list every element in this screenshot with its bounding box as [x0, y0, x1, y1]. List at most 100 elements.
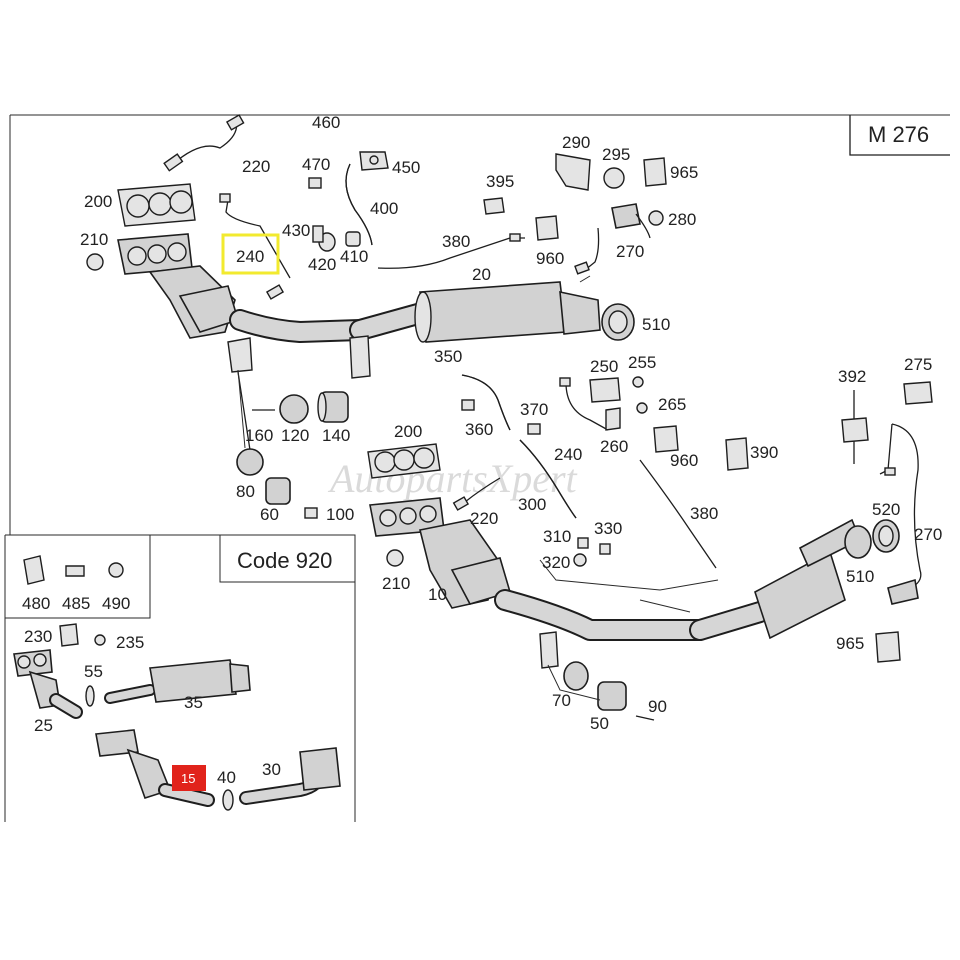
callout-450: 450: [392, 158, 420, 177]
callout-360: 360: [465, 420, 493, 439]
callout-160: 160: [245, 426, 273, 445]
leader-muffler: [639, 599, 691, 613]
leader-270: [579, 275, 591, 283]
front-pipe-lower: [494, 589, 771, 641]
callout-485: 485: [62, 594, 90, 613]
callout-430: 430: [282, 221, 310, 240]
callout-265: 265: [658, 395, 686, 414]
egr-pipe-300: [519, 439, 577, 519]
callout-520: 520: [872, 500, 900, 519]
leader-80: [237, 369, 246, 449]
bracket-70: [539, 631, 559, 669]
callout-250: 250: [590, 357, 618, 376]
front-pipe-upper: [229, 309, 371, 343]
rubber-mount-140: [317, 391, 349, 423]
callout-330: 330: [594, 519, 622, 538]
callout-10: 10: [428, 585, 447, 604]
sensor-965-lower: [875, 631, 901, 663]
callout-140: 140: [322, 426, 350, 445]
callout-290: 290: [562, 133, 590, 152]
leader-70: [547, 664, 601, 701]
callout-300: 300: [518, 495, 546, 514]
inset-catalyst-35: [104, 659, 251, 704]
manifold-gasket-200-lower: [367, 443, 441, 479]
bolt-255: [632, 376, 644, 388]
clip-485: [65, 565, 85, 577]
bracket-480: [23, 555, 45, 585]
sensor-390: [725, 437, 749, 471]
bracket-275: [903, 381, 933, 405]
callout-30: 30: [262, 760, 281, 779]
nut-210-lower: [386, 549, 404, 567]
engine-code-box: M 276: [849, 115, 950, 156]
cable-380-lower: [639, 459, 717, 569]
sensor-960-lower: [653, 425, 679, 453]
sensor-392: [841, 390, 869, 464]
callout-240-lower: 240: [554, 445, 582, 464]
bolt-265: [636, 402, 648, 414]
callout-120: 120: [281, 426, 309, 445]
callout-230: 230: [24, 627, 52, 646]
sensor-220-lower: [452, 477, 501, 511]
callout-275: 275: [904, 355, 932, 374]
callout-960-upper: 960: [536, 249, 564, 268]
sensor-240-upper: [219, 193, 291, 300]
callout-210-lower: 210: [382, 574, 410, 593]
callout-220-lower: 220: [470, 509, 498, 528]
inset-bracket-230: [59, 623, 79, 647]
bracket-965-lower: [887, 578, 919, 605]
callout-40: 40: [217, 768, 236, 787]
callout-240-upper: 240: [236, 247, 264, 266]
callout-350: 350: [434, 347, 462, 366]
callout-380-upper: 380: [442, 232, 470, 251]
intermediate-pipe-20: [349, 301, 436, 341]
bracket-395: [483, 197, 505, 215]
engine-code-title: M 276: [868, 122, 929, 147]
badge-15: [172, 765, 206, 791]
rubber-mount-60: [265, 477, 291, 505]
clamp-510-lower: [844, 525, 872, 559]
callout-280: 280: [668, 210, 696, 229]
badge-15-text: 15: [181, 771, 195, 786]
washer-210-upper: [86, 253, 104, 271]
inset-gasket-55: [85, 685, 95, 707]
callout-70: 70: [552, 691, 571, 710]
inset-bolt-235: [94, 634, 106, 646]
clamp-520: [872, 519, 900, 553]
muffler-20: [414, 281, 601, 343]
callout-235: 235: [116, 633, 144, 652]
callout-320: 320: [542, 553, 570, 572]
callout-395: 395: [486, 172, 514, 191]
callout-490: 490: [102, 594, 130, 613]
clip-370: [527, 423, 541, 435]
callout-390: 390: [750, 443, 778, 462]
inset-frame: [4, 534, 356, 822]
mount-lower-1: [563, 661, 589, 691]
lambda-sensor-270-lower: [879, 423, 922, 593]
bracket-290: [555, 153, 591, 191]
callout-965-upper: 965: [670, 163, 698, 182]
callout-20: 20: [472, 265, 491, 284]
callout-210-upper: 210: [80, 230, 108, 249]
callout-470: 470: [302, 155, 330, 174]
bracket-arm-upper: [227, 335, 371, 451]
leader-310: [539, 559, 719, 591]
callout-90: 90: [648, 697, 667, 716]
callout-410: 410: [340, 247, 368, 266]
callout-50: 50: [590, 714, 609, 733]
watermark: AutopartsXpert: [327, 456, 578, 501]
inset-manifold-25: [13, 649, 83, 719]
callout-960-lower: 960: [670, 451, 698, 470]
callout-400: 400: [370, 199, 398, 218]
nut-490: [108, 562, 124, 578]
callout-25: 25: [34, 716, 53, 735]
lambda-sensor-220-upper: [163, 114, 245, 172]
rubber-mount-120: [279, 394, 309, 424]
bracket-250: [589, 377, 621, 403]
callout-510-upper: 510: [642, 315, 670, 334]
lambda-sensor-270-upper: [574, 203, 651, 275]
nut-280: [648, 210, 664, 226]
hose-350: [461, 374, 511, 431]
callout-220-upper: 220: [242, 157, 270, 176]
